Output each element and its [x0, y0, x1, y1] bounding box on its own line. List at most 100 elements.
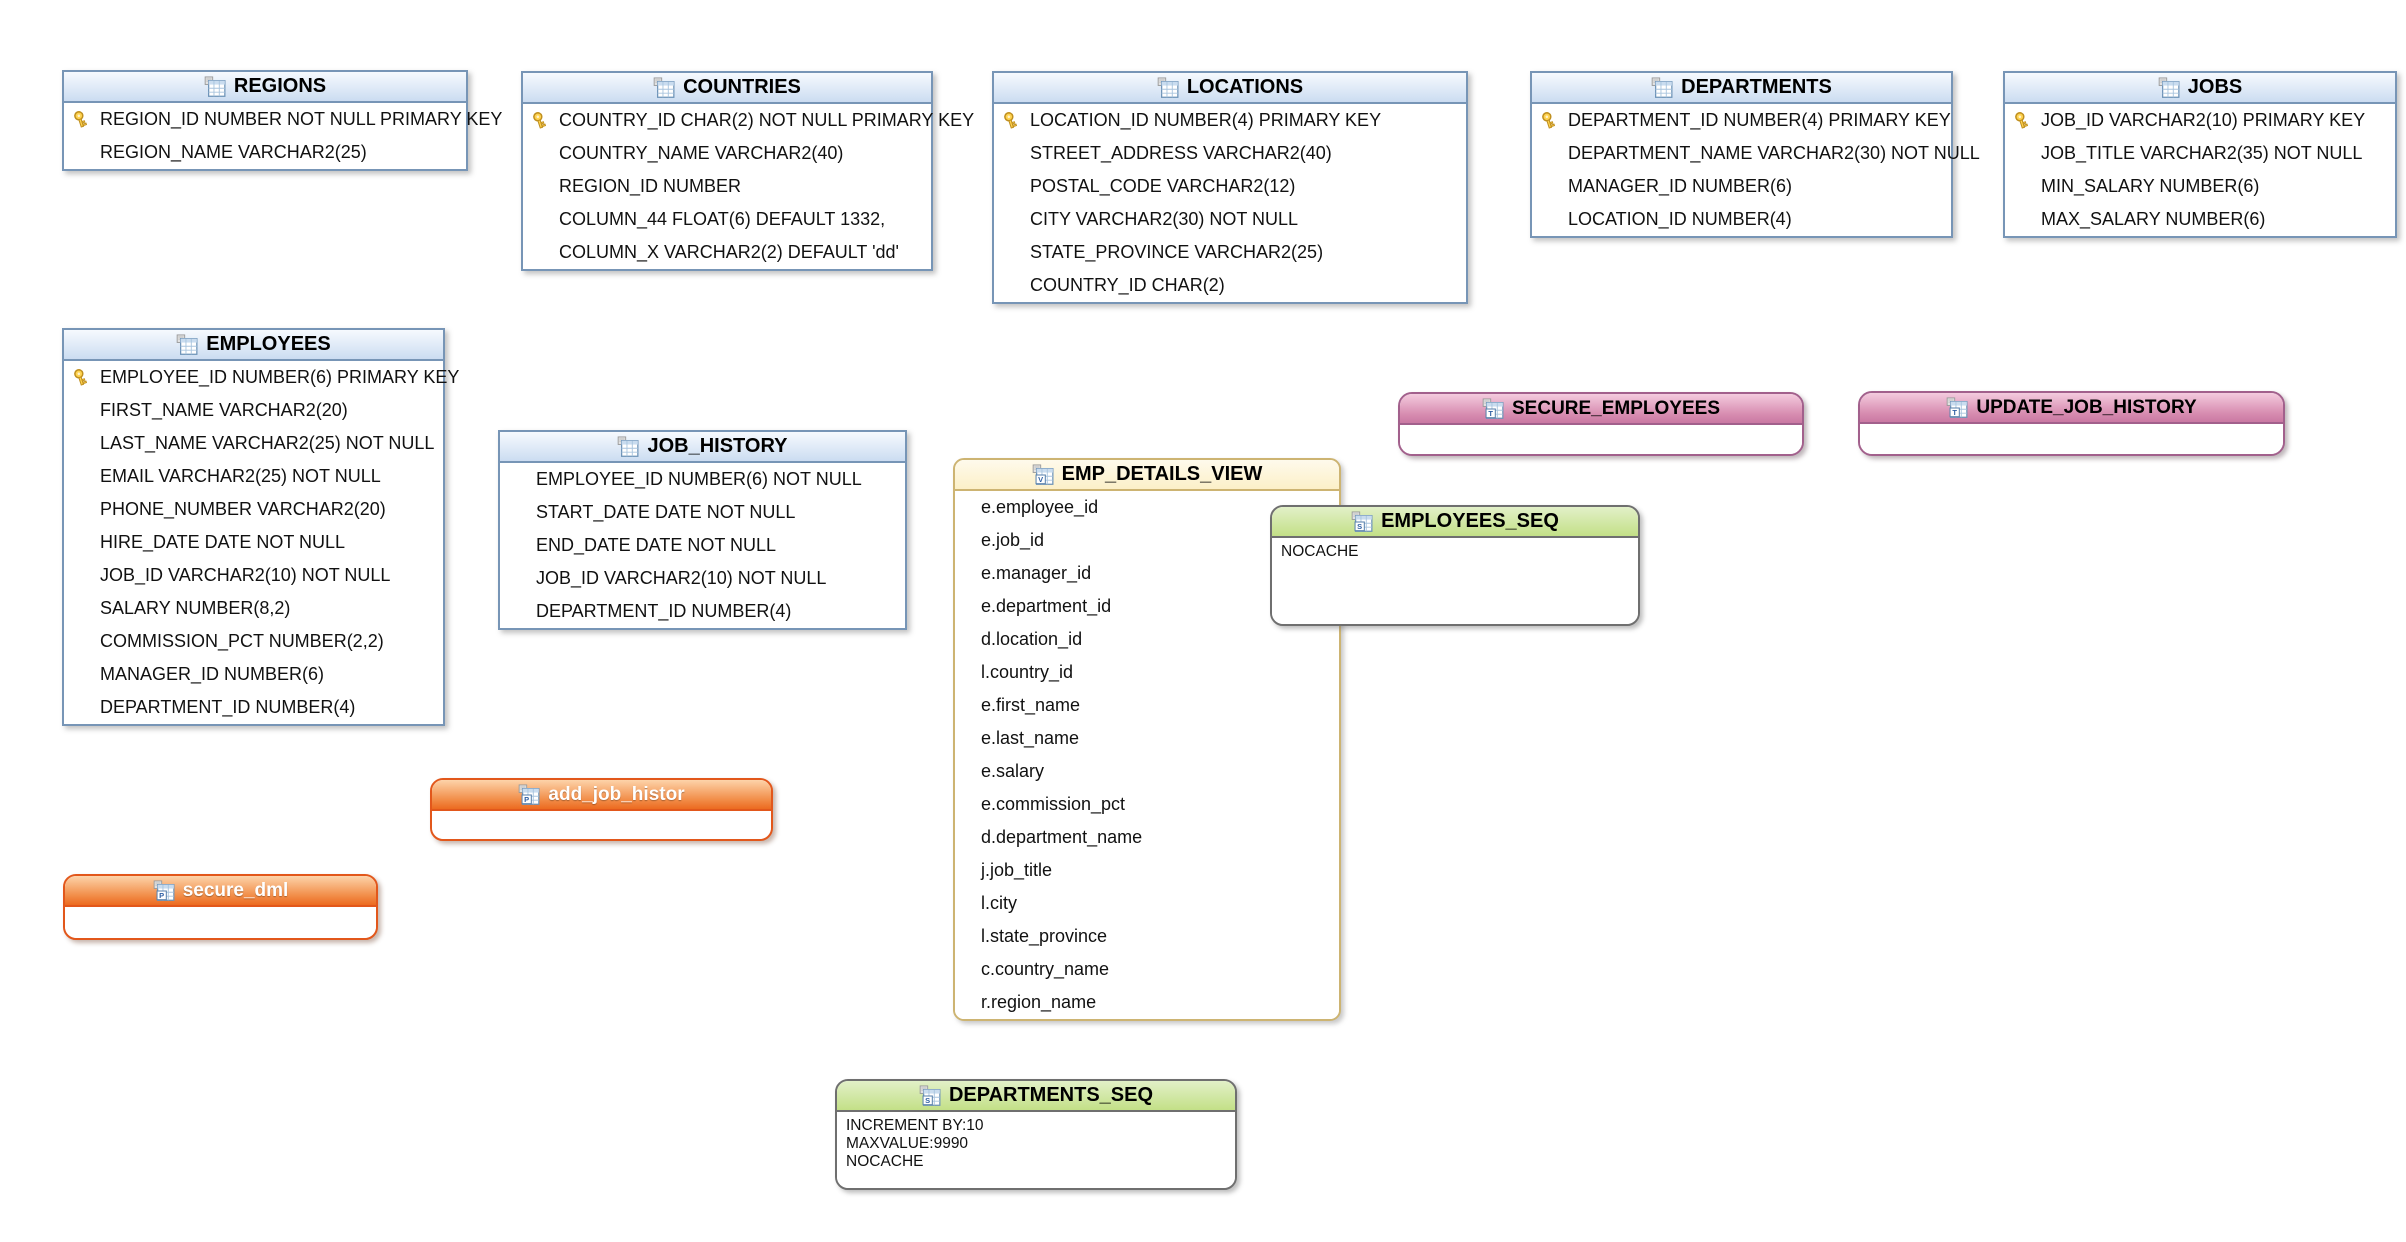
column-row[interactable]: e.last_name	[955, 722, 1339, 755]
column-row[interactable]: j.job_title	[955, 854, 1339, 887]
column-row[interactable]: l.state_province	[955, 920, 1339, 953]
column-row[interactable]: LOCATION_ID NUMBER(4)	[1532, 203, 1951, 236]
entity-title: DEPARTMENTS	[1681, 76, 1832, 98]
column-row[interactable]: e.department_id	[955, 590, 1339, 623]
column-row[interactable]: l.city	[955, 887, 1339, 920]
column-row[interactable]: COMMISSION_PCT NUMBER(2,2)	[64, 625, 443, 658]
entity-departments[interactable]: DEPARTMENTS DEPARTMENT_ID NUMBER(4) PRIMA…	[1530, 71, 1980, 238]
column-row[interactable]: EMPLOYEE_ID NUMBER(6) NOT NULL	[500, 463, 905, 496]
column-row[interactable]: HIRE_DATE DATE NOT NULL	[64, 526, 443, 559]
column-text: DEPARTMENT_ID NUMBER(4)	[100, 697, 356, 717]
column-text: d.department_name	[981, 827, 1143, 847]
column-row[interactable]: MANAGER_ID NUMBER(6)	[1532, 170, 1951, 203]
entity-title: SECURE_EMPLOYEES	[1512, 397, 1720, 419]
column-row[interactable]: FIRST_NAME VARCHAR2(20)	[64, 394, 443, 427]
column-text: COUNTRY_ID CHAR(2) NOT NULL PRIMARY KEY	[559, 110, 975, 130]
column-row[interactable]: e.manager_id	[955, 557, 1339, 590]
column-row[interactable]: END_DATE DATE NOT NULL	[500, 529, 905, 562]
column-text: DEPARTMENT_ID NUMBER(4)	[536, 601, 792, 621]
entity-countries[interactable]: COUNTRIES COUNTRY_ID CHAR(2) NOT NULL PRI…	[521, 71, 974, 271]
column-row[interactable]: JOB_ID VARCHAR2(10) PRIMARY KEY	[2005, 104, 2395, 137]
column-row[interactable]: REGION_NAME VARCHAR2(25)	[64, 136, 466, 169]
column-row[interactable]: DEPARTMENT_NAME VARCHAR2(30) NOT NULL	[1532, 137, 1980, 170]
table-icon	[653, 76, 675, 99]
entity-header[interactable]: JOBS	[2005, 73, 2395, 104]
column-row[interactable]: COLUMN_44 FLOAT(6) DEFAULT 1332,	[523, 203, 931, 236]
column-row[interactable]: MANAGER_ID NUMBER(6)	[64, 658, 443, 691]
column-row[interactable]: COUNTRY_NAME VARCHAR2(40)	[523, 137, 931, 170]
column-row[interactable]: e.salary	[955, 755, 1339, 788]
column-row[interactable]: EMAIL VARCHAR2(25) NOT NULL	[64, 460, 443, 493]
column-row[interactable]: COLUMN_X VARCHAR2(2) DEFAULT 'dd'	[523, 236, 931, 269]
column-row[interactable]: LOCATION_ID NUMBER(4) PRIMARY KEY	[994, 104, 1466, 137]
entity-title: JOBS	[2187, 76, 2243, 98]
entity-title: EMPLOYEES	[206, 333, 331, 355]
column-row[interactable]: DEPARTMENT_ID NUMBER(4)	[64, 691, 443, 724]
entity-header[interactable]: DEPARTMENTS	[1532, 73, 1951, 104]
column-row[interactable]: CITY VARCHAR2(30) NOT NULL	[994, 203, 1466, 236]
column-text: CITY VARCHAR2(30) NOT NULL	[1030, 209, 1299, 229]
column-text: STATE_PROVINCE VARCHAR2(25)	[1030, 242, 1324, 262]
column-row[interactable]: MAX_SALARY NUMBER(6)	[2005, 203, 2395, 236]
column-text: e.department_id	[981, 596, 1112, 616]
entity-header[interactable]: REGIONS	[64, 72, 466, 103]
entity-title: LOCATIONS	[1186, 76, 1304, 98]
column-text: e.job_id	[981, 530, 1045, 550]
column-row[interactable]: POSTAL_CODE VARCHAR2(12)	[994, 170, 1466, 203]
column-row[interactable]: JOB_ID VARCHAR2(10) NOT NULL	[64, 559, 443, 592]
column-text: MAX_SALARY NUMBER(6)	[2041, 209, 2266, 229]
trigger-icon: T	[1946, 396, 1968, 419]
column-row[interactable]: COUNTRY_ID CHAR(2)	[994, 269, 1466, 302]
column-row[interactable]: r.region_name	[955, 986, 1339, 1019]
entity-header[interactable]: EMPLOYEES	[64, 330, 443, 361]
column-row[interactable]: e.first_name	[955, 689, 1339, 722]
entity-locations[interactable]: LOCATIONS LOCATION_ID NUMBER(4) PRIMARY K…	[992, 71, 1468, 304]
entity-header[interactable]: COUNTRIES	[523, 73, 931, 104]
column-row[interactable]: l.country_id	[955, 656, 1339, 689]
column-text: e.employee_id	[981, 497, 1099, 517]
entity-header[interactable]: JOB_HISTORY	[500, 432, 905, 463]
column-row[interactable]: SALARY NUMBER(8,2)	[64, 592, 443, 625]
column-row[interactable]: MIN_SALARY NUMBER(6)	[2005, 170, 2395, 203]
column-row[interactable]: START_DATE DATE NOT NULL	[500, 496, 905, 529]
column-row[interactable]: d.location_id	[955, 623, 1339, 656]
column-row[interactable]: STATE_PROVINCE VARCHAR2(25)	[994, 236, 1466, 269]
column-row[interactable]: c.country_name	[955, 953, 1339, 986]
column-row[interactable]: EMPLOYEE_ID NUMBER(6) PRIMARY KEY	[64, 361, 459, 394]
svg-text:P: P	[159, 891, 164, 900]
entity-header[interactable]: LOCATIONS	[994, 73, 1466, 104]
column-row[interactable]: REGION_ID NUMBER NOT NULL PRIMARY KEY	[64, 103, 502, 136]
column-row[interactable]: LAST_NAME VARCHAR2(25) NOT NULL	[64, 427, 443, 460]
entity-employees[interactable]: EMPLOYEES EMPLOYEE_ID NUMBER(6) PRIMARY K…	[62, 328, 459, 726]
column-row[interactable]: JOB_ID VARCHAR2(10) NOT NULL	[500, 562, 905, 595]
column-row[interactable]: STREET_ADDRESS VARCHAR2(40)	[994, 137, 1466, 170]
column-row[interactable]: COUNTRY_ID CHAR(2) NOT NULL PRIMARY KEY	[523, 104, 974, 137]
column-row[interactable]: d.department_name	[955, 821, 1339, 854]
column-row[interactable]: DEPARTMENT_ID NUMBER(4)	[500, 595, 905, 628]
column-row[interactable]: e.employee_id	[955, 491, 1339, 524]
column-row[interactable]: e.job_id	[955, 524, 1339, 557]
column-row[interactable]: DEPARTMENT_ID NUMBER(4) PRIMARY KEY	[1532, 104, 1951, 137]
column-row[interactable]: PHONE_NUMBER VARCHAR2(20)	[64, 493, 443, 526]
column-row[interactable]: REGION_ID NUMBER	[523, 170, 931, 203]
column-row[interactable]: e.commission_pct	[955, 788, 1339, 821]
column-row[interactable]: JOB_TITLE VARCHAR2(35) NOT NULL	[2005, 137, 2395, 170]
